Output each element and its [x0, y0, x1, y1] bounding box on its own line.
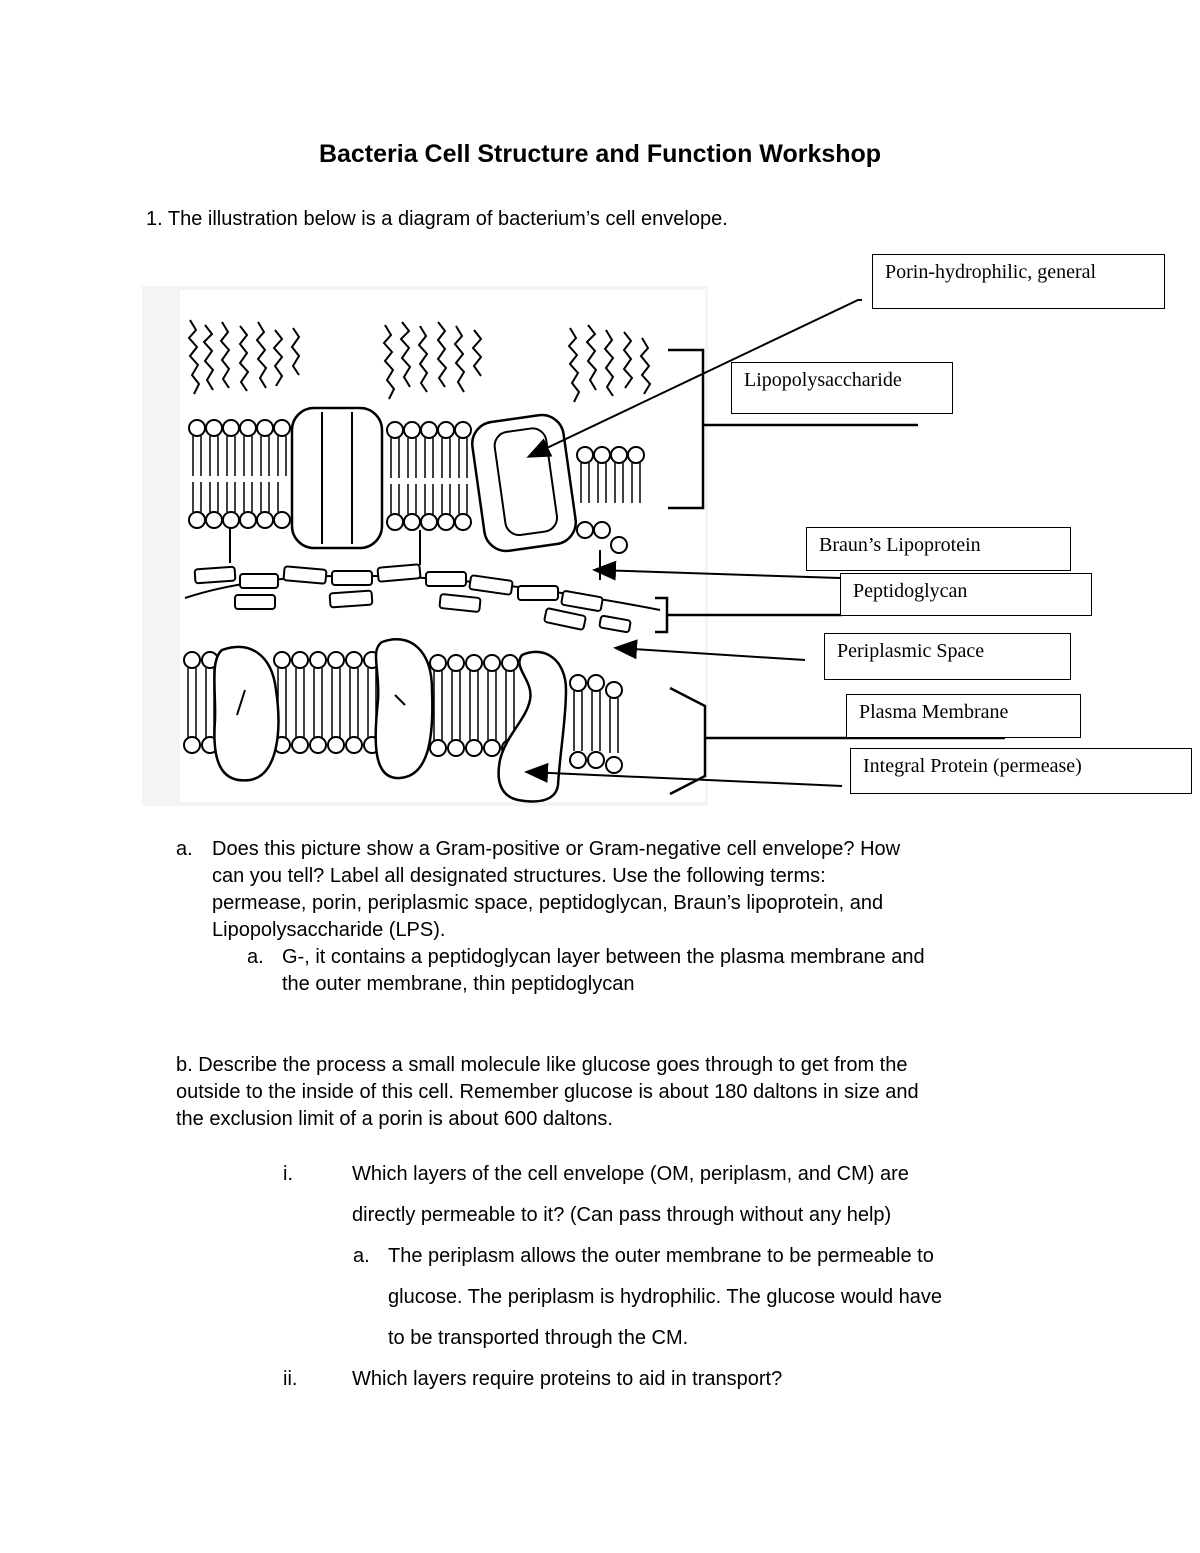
question-a-line: can you tell? Label all designated struc… [212, 863, 900, 890]
question-b-line: outside to the inside of this cell. Reme… [176, 1079, 919, 1106]
subanswer-i-marker: a. [353, 1236, 370, 1277]
answer-a-line: G-, it contains a peptidoglycan layer be… [282, 944, 925, 971]
answer-a-marker: a. [247, 944, 264, 971]
answer-a-text: G-, it contains a peptidoglycan layer be… [282, 944, 925, 998]
question-a-text: Does this picture show a Gram-positive o… [212, 836, 900, 944]
question-a-line: Does this picture show a Gram-positive o… [212, 836, 900, 863]
label-lipopolysaccharide: Lipopolysaccharide [731, 362, 953, 414]
subanswer-i-line: The periplasm allows the outer membrane … [388, 1236, 942, 1277]
question-a-marker: a. [176, 836, 193, 863]
question-a-line: Lipopolysaccharide (LPS). [212, 917, 900, 944]
subquestion-i-line: directly permeable to it? (Can pass thro… [352, 1195, 909, 1236]
question-b-line: the exclusion limit of a porin is about … [176, 1106, 919, 1133]
label-integral-protein: Integral Protein (permease) [850, 748, 1192, 794]
label-porin: Porin-hydrophilic, general [872, 254, 1165, 309]
label-periplasmic-space: Periplasmic Space [824, 633, 1071, 680]
subanswer-i-line: glucose. The periplasm is hydrophilic. T… [388, 1277, 942, 1318]
question-a-line: permease, porin, periplasmic space, pept… [212, 890, 900, 917]
subanswer-i-text: The periplasm allows the outer membrane … [388, 1236, 942, 1359]
subquestion-ii-text: Which layers require proteins to aid in … [352, 1359, 782, 1400]
subanswer-i-line: to be transported through the CM. [388, 1318, 942, 1359]
subquestion-ii-marker: ii. [283, 1359, 297, 1400]
subquestion-i-text: Which layers of the cell envelope (OM, p… [352, 1154, 909, 1236]
label-peptidoglycan: Peptidoglycan [840, 573, 1092, 616]
label-brauns-lipoprotein: Braun’s Lipoprotein [806, 527, 1071, 571]
label-plasma-membrane: Plasma Membrane [846, 694, 1081, 738]
question-b-line: b. Describe the process a small molecule… [176, 1052, 919, 1079]
question-b-text: b. Describe the process a small molecule… [176, 1052, 919, 1133]
subquestion-i-marker: i. [283, 1154, 293, 1195]
subquestion-i-line: Which layers of the cell envelope (OM, p… [352, 1154, 909, 1195]
answer-a-line: the outer membrane, thin peptidoglycan [282, 971, 925, 998]
